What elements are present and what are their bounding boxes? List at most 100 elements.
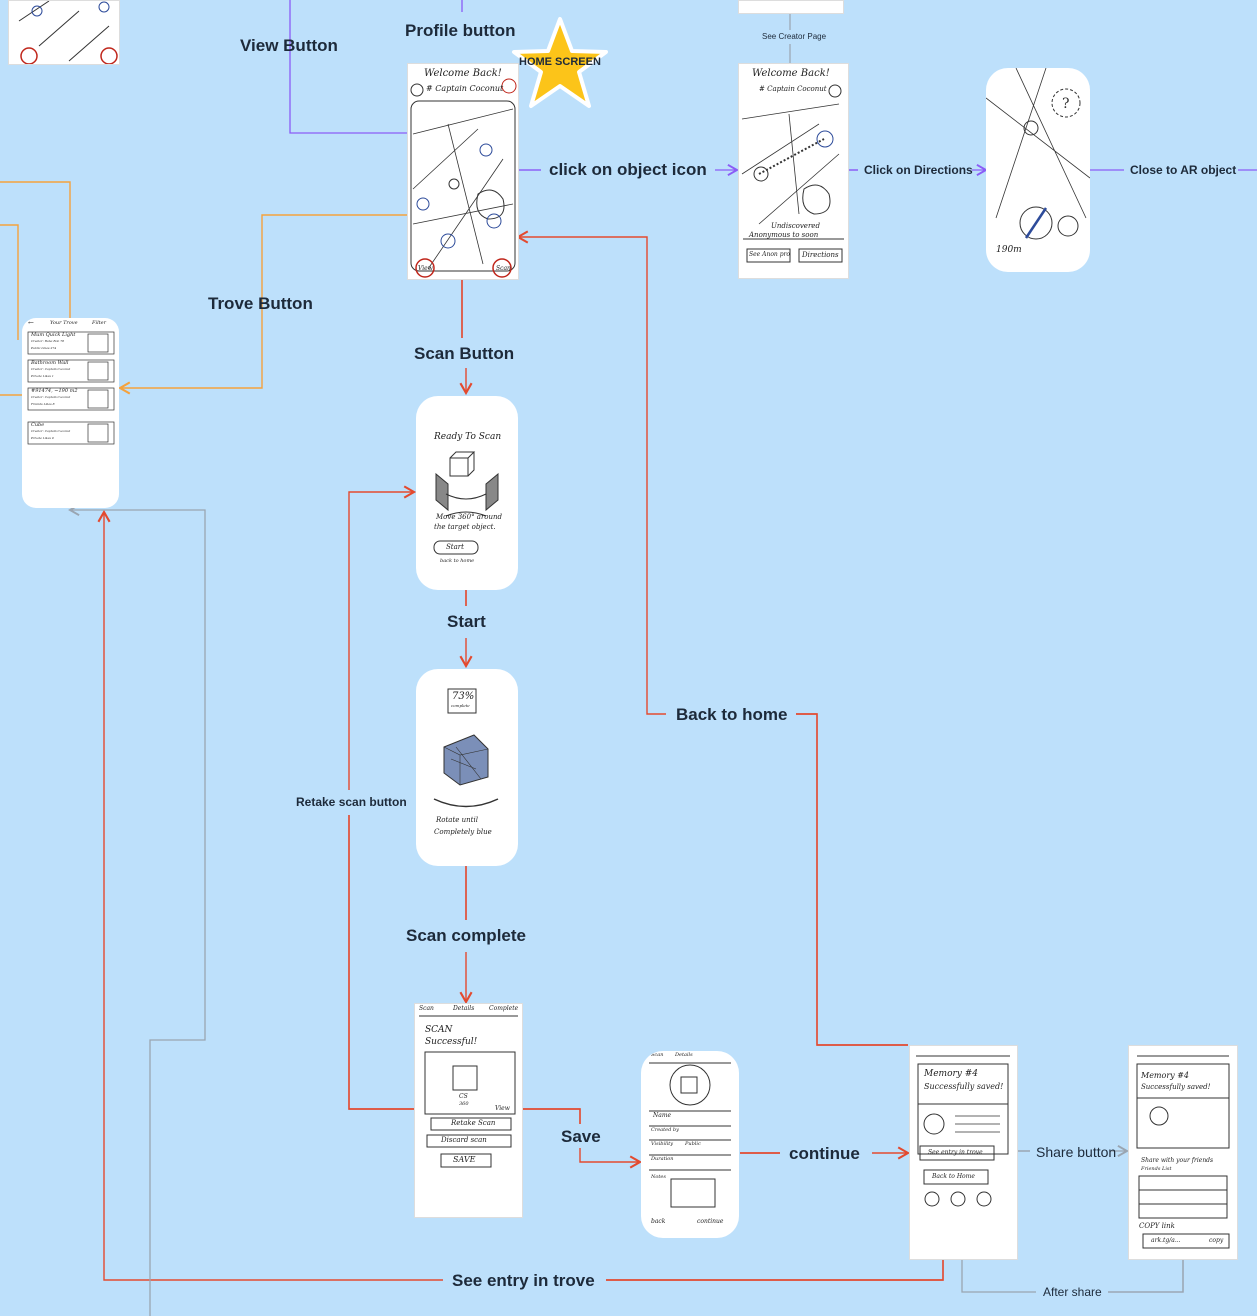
memory-title: Memory #4: [924, 1069, 979, 1079]
details-step-details: Details: [675, 1052, 693, 1058]
trove-item-name[interactable]: Cube: [31, 422, 45, 428]
success-tag-2: 360: [459, 1101, 469, 1107]
trove-item-meta: Friends Likes 8: [31, 402, 55, 406]
view-button-label: View Button: [240, 36, 338, 55]
directions-button[interactable]: Directions: [802, 251, 839, 259]
object-status: Undiscovered: [771, 222, 820, 230]
trove-filter[interactable]: Filter: [92, 320, 107, 326]
close-ar-label: Close to AR object: [1130, 163, 1237, 177]
continue-label: continue: [789, 1144, 860, 1163]
ready-back-link[interactable]: back to home: [440, 558, 475, 564]
trove-screen-frame[interactable]: ← Your Trove Filter Mum Quick Light Crea…: [22, 318, 119, 508]
visibility-dropdown[interactable]: Public: [685, 1141, 701, 1147]
home-screen-badge: HOME SCREEN: [519, 56, 601, 68]
trove-item-meta: Public Likes 274: [31, 346, 57, 350]
success-step-scan: Scan: [419, 1005, 434, 1012]
ready-screen-frame[interactable]: Ready To Scan Move 360° around the targe…: [416, 396, 518, 590]
trove-item-creator: Creator: Baba Bob 78: [31, 339, 65, 343]
partial-map-frame[interactable]: [8, 0, 120, 65]
details-field-visibility: Visibility: [651, 1141, 674, 1147]
share-memory-title: Memory #4: [1141, 1071, 1190, 1080]
see-anon-button[interactable]: See Anon pro: [749, 251, 791, 258]
trove-item-name[interactable]: Mum Quick Light: [31, 332, 76, 338]
trove-sketch: [27, 331, 115, 445]
details-field-notes: Notes: [651, 1174, 666, 1180]
progress-hint-2: Completely blue: [434, 828, 492, 836]
trove-item-name[interactable]: Bathroom Wall: [31, 360, 69, 366]
save-label: Save: [561, 1127, 601, 1146]
ready-hint-1: Move 360° around: [436, 513, 503, 521]
memory-sketch: [916, 1055, 1010, 1207]
home-screen-frame[interactable]: Welcome Back! # Captain Coconut View Sca…: [407, 63, 519, 280]
details-continue-button[interactable]: continue: [697, 1218, 724, 1225]
trove-title: Your Trove: [50, 320, 78, 326]
object-author: Anonymous to soon: [749, 231, 819, 239]
ready-sketch: [433, 451, 499, 555]
object-welcome-text: Welcome Back!: [752, 68, 830, 79]
memory-subtitle: Successfully saved!: [924, 1082, 1004, 1091]
details-screen-frame[interactable]: Scan Details Name Created by Visibility …: [641, 1051, 739, 1238]
trove-item-creator: Creator: Captain Coconut: [31, 429, 71, 433]
share-memory-subtitle: Successfully saved!: [1141, 1083, 1211, 1091]
see-creator-label: See Creator Page: [762, 32, 827, 41]
save-button[interactable]: SAVE: [453, 1155, 476, 1164]
success-step-complete: Complete: [489, 1005, 519, 1012]
svg-text:?: ?: [1062, 96, 1070, 112]
view-button[interactable]: View: [418, 265, 433, 272]
view-button-connector: [289, 0, 407, 134]
retake-scan-button[interactable]: Retake Scan: [451, 1119, 496, 1127]
discard-scan-button[interactable]: Discard scan: [441, 1136, 487, 1144]
ready-start-button[interactable]: Start: [446, 543, 464, 551]
share-screen-frame[interactable]: Memory #4 Successfully saved! Share with…: [1128, 1045, 1238, 1260]
success-title-2: Successful!: [425, 1037, 478, 1047]
back-to-home-button[interactable]: Back to Home: [932, 1173, 975, 1180]
back-home-connector: [518, 237, 908, 1046]
map-sketch: [18, 1, 118, 64]
profile-button-label: Profile button: [405, 21, 516, 40]
trove-item-name[interactable]: #91474, ~190 m2: [31, 388, 78, 394]
details-field-created: Created by: [651, 1127, 679, 1133]
trove-item-meta: Private Likes 0: [31, 436, 54, 440]
welcome-text: Welcome Back!: [424, 68, 502, 79]
scan-button-label: Scan Button: [414, 344, 515, 363]
see-entry-label: See entry in trove: [452, 1271, 595, 1290]
object-screen-frame[interactable]: Welcome Back! # Captain Coconut Undiscov…: [738, 63, 849, 279]
details-sketch: [649, 1062, 731, 1208]
trove-back-icon[interactable]: ←: [28, 319, 34, 327]
back-home-label: Back to home: [676, 705, 788, 724]
progress-screen-frame[interactable]: 73% complete Rotate until Completely blu…: [416, 669, 518, 866]
see-entry-button[interactable]: See entry in trove: [928, 1149, 983, 1156]
scan-complete-label: Scan complete: [406, 926, 526, 945]
share-sketch: [1136, 1055, 1230, 1249]
trove-item-creator: Creator: Captain Coconut: [31, 367, 71, 371]
ready-title: Ready To Scan: [434, 432, 502, 442]
memory-screen-frame[interactable]: Memory #4 Successfully saved! See entry …: [909, 1045, 1018, 1260]
success-title-1: SCAN: [425, 1025, 453, 1035]
object-icon-label: click on object icon: [549, 160, 707, 179]
user-handle: # Captain Coconut: [426, 84, 504, 93]
progress-hint-1: Rotate until: [436, 816, 478, 824]
success-screen-frame[interactable]: Scan Details Complete SCAN Successful! C…: [414, 1003, 523, 1218]
success-tag-1: CS: [459, 1093, 468, 1100]
ar-sketch: ?: [986, 68, 1090, 240]
trove-item-creator: Creator: Captain Coconut: [31, 395, 71, 399]
copy-button[interactable]: copy: [1209, 1237, 1224, 1244]
creator-page-frame[interactable]: [738, 0, 844, 14]
ar-distance: 190m: [996, 245, 1022, 255]
trove-button-connector: [117, 214, 407, 395]
details-field-name: Name: [653, 1112, 672, 1119]
success-view-button[interactable]: View: [495, 1105, 510, 1112]
object-map-sketch: [741, 84, 844, 263]
ar-screen-frame[interactable]: ? 190m: [986, 68, 1090, 272]
progress-percent: 73%: [452, 691, 475, 702]
scan-button[interactable]: Scan: [496, 265, 511, 272]
progress-complete: complete: [451, 703, 470, 708]
share-link-field[interactable]: ark.tg/a...: [1151, 1237, 1181, 1244]
share-button-label: Share button: [1036, 1144, 1117, 1160]
ready-hint-2: the target object.: [434, 523, 496, 531]
start-label: Start: [447, 612, 486, 631]
details-back-button[interactable]: back: [651, 1218, 666, 1225]
object-user-handle: # Captain Coconut: [759, 85, 827, 93]
